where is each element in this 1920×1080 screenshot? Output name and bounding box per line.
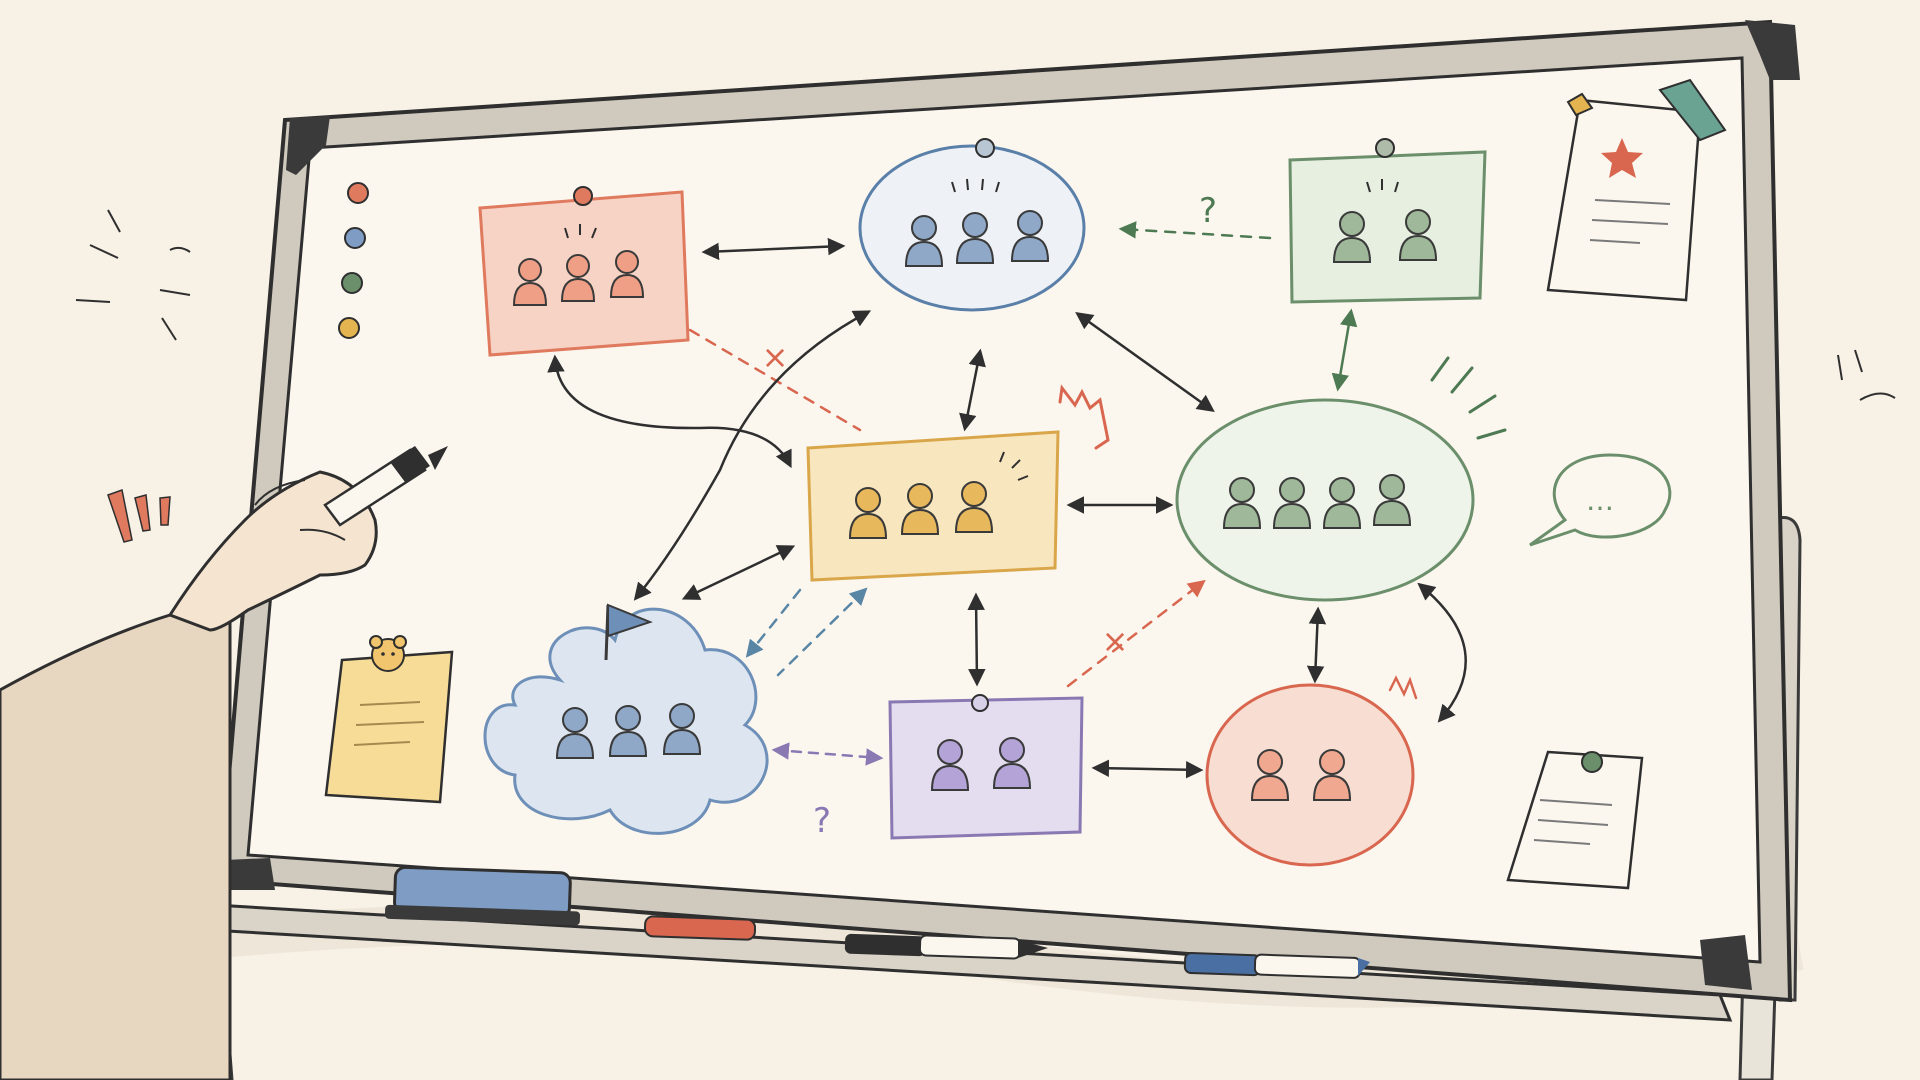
marker-red[interactable] [643, 915, 757, 941]
team-purple-card[interactable] [888, 694, 1084, 840]
sticky-note-lines [1506, 750, 1644, 890]
magnet-icon [971, 694, 989, 712]
hand-icon [0, 446, 448, 1080]
flag-icon [604, 603, 653, 661]
bear-clip-icon [369, 635, 407, 672]
connections [547, 221, 1467, 779]
magnet-icon [347, 182, 369, 204]
team-green-large-circle[interactable] [1175, 398, 1475, 602]
marker-black[interactable] [844, 933, 1048, 960]
magnet-icon [1375, 138, 1395, 158]
magnet-icon [338, 317, 360, 339]
motion-lines-right [1837, 349, 1896, 401]
emphasis-marks [564, 178, 1399, 481]
speech-bubble-icon: … [1529, 453, 1672, 547]
cross-mark: × [1102, 622, 1129, 660]
magnet-icon [341, 272, 363, 294]
magnet-icon [344, 227, 366, 249]
question-mark: ? [813, 801, 831, 841]
svg-text:?: ? [1199, 191, 1217, 231]
svg-text:×: × [1102, 622, 1129, 660]
magnet-stack [338, 182, 369, 339]
people-icons [512, 209, 1438, 801]
magnet-icon [573, 186, 593, 206]
marker-blue[interactable] [1183, 951, 1370, 979]
svg-text:×: × [762, 338, 789, 376]
excitement-marks [107, 489, 171, 543]
sparkle-marks [1058, 356, 1507, 700]
svg-text:…: … [1586, 484, 1614, 517]
team-yellow-card[interactable] [806, 430, 1060, 582]
marker-icon [323, 446, 448, 527]
eraser-icon[interactable] [384, 865, 581, 926]
svg-text:?: ? [813, 801, 831, 841]
team-coral-circle[interactable] [1205, 683, 1415, 867]
team-green-small-card[interactable] [1288, 138, 1487, 304]
motion-lines-left [75, 209, 191, 341]
sticky-note-yellow [324, 635, 454, 804]
cross-mark: × [762, 338, 789, 376]
question-mark: ? [1199, 191, 1217, 231]
sticky-note-star [1546, 78, 1727, 302]
magnet-icon [975, 138, 995, 158]
star-icon [1601, 138, 1643, 178]
magnet-icon [1581, 751, 1603, 773]
